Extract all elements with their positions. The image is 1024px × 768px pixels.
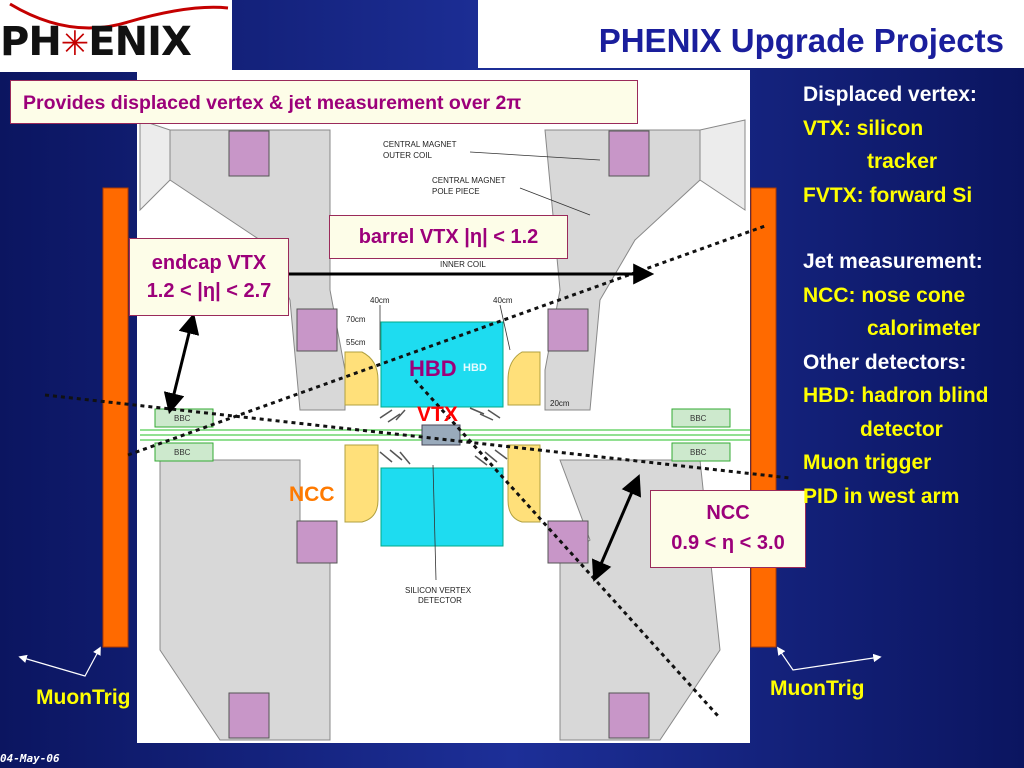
muontrig-left-label: MuonTrig xyxy=(36,686,131,709)
title-banner: PHENIX Upgrade Projects xyxy=(478,0,1024,68)
other-detectors-heading: Other detectors: xyxy=(803,350,967,374)
dim-40cm-left: 40cm xyxy=(370,296,390,305)
logo-swoosh-icon xyxy=(9,2,229,30)
ncc-lower-left xyxy=(344,444,379,523)
dim-20cm: 20cm xyxy=(550,399,570,408)
jet-measurement-heading: Jet measurement: xyxy=(803,250,983,273)
barrel-vtx-callout: barrel VTX |η| < 1.2 xyxy=(329,215,568,259)
pink-block xyxy=(296,308,338,352)
ncc-upper-left xyxy=(344,351,379,406)
inner-coil-label: INNER COIL xyxy=(440,260,486,269)
magnet-right-yoke xyxy=(699,119,746,211)
endcap-callout-line2: 1.2 < |η| < 2.7 xyxy=(146,280,272,302)
logo-text-right: ENIX xyxy=(88,19,192,65)
bbc-label: BBC xyxy=(690,414,707,423)
ncc-item: NCC: nose cone xyxy=(803,283,966,307)
logo-text: PH✳ENIX xyxy=(0,19,192,65)
hbd-label: HBD xyxy=(409,356,457,381)
endcap-range-arrow xyxy=(163,312,200,415)
dim-40cm-right: 40cm xyxy=(493,296,513,305)
ncc-callout: NCC 0.9 < η < 3.0 xyxy=(650,490,806,568)
displaced-vertex-heading: Displaced vertex: xyxy=(803,83,977,106)
muontrig-pointer-arrows xyxy=(18,646,882,677)
pink-block xyxy=(547,520,589,564)
bbc-label: BBC xyxy=(690,448,707,457)
endcap-vtx-callout: endcap VTX 1.2 < |η| < 2.7 xyxy=(129,238,289,316)
eta-line xyxy=(44,393,791,480)
dim-55cm: 55cm xyxy=(346,338,366,347)
hbd-item: HBD: hadron blind xyxy=(803,384,989,407)
ncc-item-cont: calorimeter xyxy=(867,317,981,340)
phenix-logo: PH✳ENIX xyxy=(0,0,232,72)
hbd-lower-box xyxy=(380,467,504,547)
eta-line xyxy=(413,378,720,718)
muontrig-pointer-left xyxy=(18,646,101,677)
vtx-ladders xyxy=(379,407,508,466)
top-callout-text: Provides displaced vertex & jet measurem… xyxy=(23,92,522,114)
muon-trigger-bar-left xyxy=(102,187,129,648)
range-arrows xyxy=(163,263,655,582)
ncc-lower-right xyxy=(507,444,541,523)
bbc-label: BBC xyxy=(174,448,191,457)
hbd-box-text: HBD xyxy=(463,362,487,374)
muontrig-right-label: MuonTrig xyxy=(770,677,865,700)
vtx-label: VTX xyxy=(417,403,458,426)
leader-lines xyxy=(379,151,601,581)
bbc-labels: BBC BBC BBC BBC xyxy=(174,414,707,457)
outer-coil-label-1: CENTRAL MAGNET xyxy=(383,140,457,149)
footer-date: 04-May-06 xyxy=(0,752,60,765)
outer-coil-label-2: OUTER COIL xyxy=(383,151,432,160)
logo-star-icon: ✳ xyxy=(60,24,89,64)
bbc-box xyxy=(671,408,731,428)
pole-piece-label-2: POLE PIECE xyxy=(432,187,480,196)
pink-blocks xyxy=(228,130,650,739)
muontrig-pointer-right xyxy=(777,646,882,671)
endcap-callout-line1: endcap VTX xyxy=(151,252,267,274)
bbc-box xyxy=(671,442,731,462)
ncc-callout-line2: 0.9 < η < 3.0 xyxy=(671,532,785,554)
barrel-vtx-callout-text: barrel VTX |η| < 1.2 xyxy=(358,226,539,248)
top-callout: Provides displaced vertex & jet measurem… xyxy=(10,80,638,124)
pink-block xyxy=(228,130,270,177)
svd-label-2: DETECTOR xyxy=(418,596,462,605)
ncc-calorimeters xyxy=(344,351,541,523)
vtx-item: VTX: silicon xyxy=(803,116,924,140)
bbc-label: BBC xyxy=(174,414,191,423)
pink-block xyxy=(228,692,270,739)
muon-trigger-bar-right xyxy=(750,187,777,648)
muon-trigger-item: Muon trigger xyxy=(803,451,932,474)
page-title: PHENIX Upgrade Projects xyxy=(598,22,1004,59)
eta-range-lines xyxy=(44,224,791,718)
ncc-callout-line1: NCC xyxy=(706,502,750,524)
svd-label-1: SILICON VERTEX xyxy=(405,586,472,595)
fvtx-item: FVTX: forward Si xyxy=(803,183,973,207)
eta-line xyxy=(127,224,766,457)
magnet-lower-left xyxy=(159,459,331,741)
pink-block xyxy=(547,308,589,352)
ncc-label: NCC xyxy=(289,483,335,506)
magnet-left-yoke xyxy=(139,119,171,212)
pink-block xyxy=(608,130,650,177)
pink-block xyxy=(608,692,650,739)
bbc-box xyxy=(154,442,214,462)
ncc-upper-right xyxy=(507,351,541,406)
vtx-barrel-core xyxy=(421,424,461,446)
hbd-upper-box xyxy=(380,321,504,408)
pid-item: PID in west arm xyxy=(803,484,960,508)
ncc-range-arrow xyxy=(591,474,642,582)
right-panel: Displaced vertex: VTX: silicon tracker F… xyxy=(803,78,1023,513)
dim-70cm: 70cm xyxy=(346,315,366,324)
logo-text-left: PH xyxy=(0,19,62,65)
vtx-item-cont: tracker xyxy=(867,150,938,173)
hbd-item-cont: detector xyxy=(860,417,943,441)
pole-piece-label-1: CENTRAL MAGNET xyxy=(432,176,506,185)
pink-block xyxy=(296,520,338,564)
